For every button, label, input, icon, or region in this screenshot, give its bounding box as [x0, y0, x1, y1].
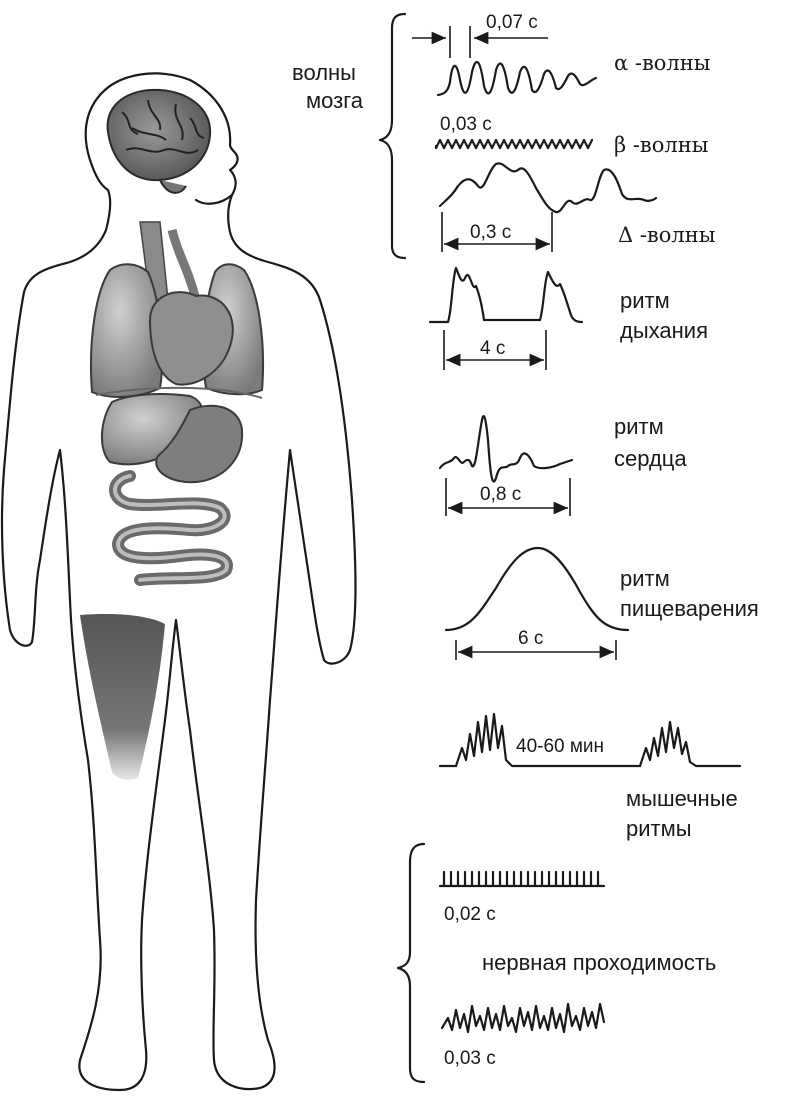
digestion-interval-label: 6 с: [518, 628, 543, 649]
alpha-interval-label: 0,07 с: [486, 12, 538, 33]
muscle-interval-label: 40-60 мин: [516, 736, 604, 757]
delta-wave-group: 0,3 с Δ -волны: [440, 163, 715, 252]
brain-waves-label-line2: мозга: [306, 88, 364, 113]
muscle-label-line1: мышечные: [626, 786, 738, 811]
brain-waves-brace: [380, 14, 405, 258]
chin-line: [196, 195, 232, 204]
breathing-label-line1: ритм: [620, 288, 670, 313]
beta-wave-label: β -волны: [614, 133, 708, 157]
brain-waves-label-line1: волны: [292, 60, 356, 85]
delta-wave: [440, 163, 656, 212]
nerve-conduction-section: 0,02 с нервная проходимость 0,03 с: [398, 844, 716, 1082]
nerve-interval-1-label: 0,02 с: [444, 904, 496, 925]
alpha-wave-group: 0,07 с α -волны: [412, 12, 710, 95]
digestion-label-line2: пищеварения: [620, 596, 759, 621]
delta-interval-label: 0,3 с: [470, 222, 511, 243]
heart-label-line1: ритм: [614, 414, 664, 439]
heart-interval-label: 0,8 с: [480, 484, 521, 505]
beta-wave-group: 0,03 с β -волны: [436, 114, 708, 157]
breathing-interval-label: 4 с: [480, 338, 505, 359]
brain-waves-section: волны мозга 0,07 с α -волны 0,03 с β -во…: [292, 12, 715, 258]
breathing-wave: [430, 268, 582, 322]
breathing-rhythm-group: 4 с ритм дыхания: [430, 268, 708, 370]
alpha-wave-label: α -волны: [614, 51, 710, 75]
muscle-label-line2: ритмы: [626, 816, 692, 841]
digestion-label-line1: ритм: [620, 566, 670, 591]
delta-wave-label: Δ -волны: [618, 223, 715, 247]
heart-wave: [440, 416, 572, 481]
nerve-interval-2-label: 0,03 с: [444, 1048, 496, 1069]
thigh-muscle: [80, 614, 165, 780]
nerve-brace: [398, 844, 424, 1082]
muscle-rhythm-group: 40-60 мин мышечные ритмы: [440, 714, 740, 841]
nerve-wave-2: [442, 1004, 604, 1032]
nerve-wave-1: [440, 872, 604, 886]
nerve-conduction-label: нервная проходимость: [482, 950, 716, 975]
beta-interval-label: 0,03 с: [440, 114, 492, 135]
beta-wave: [436, 140, 592, 148]
aorta: [172, 230, 196, 300]
digestion-rhythm-group: 6 с ритм пищеварения: [446, 548, 759, 660]
alpha-wave: [438, 62, 596, 95]
digestion-wave: [446, 548, 628, 630]
brain: [108, 90, 211, 193]
human-body-figure: [2, 73, 356, 1090]
breathing-label-line2: дыхания: [620, 318, 708, 343]
heart-label-line2: сердца: [614, 446, 687, 471]
heart-rhythm-group: 0,8 с ритм сердца: [440, 414, 687, 516]
